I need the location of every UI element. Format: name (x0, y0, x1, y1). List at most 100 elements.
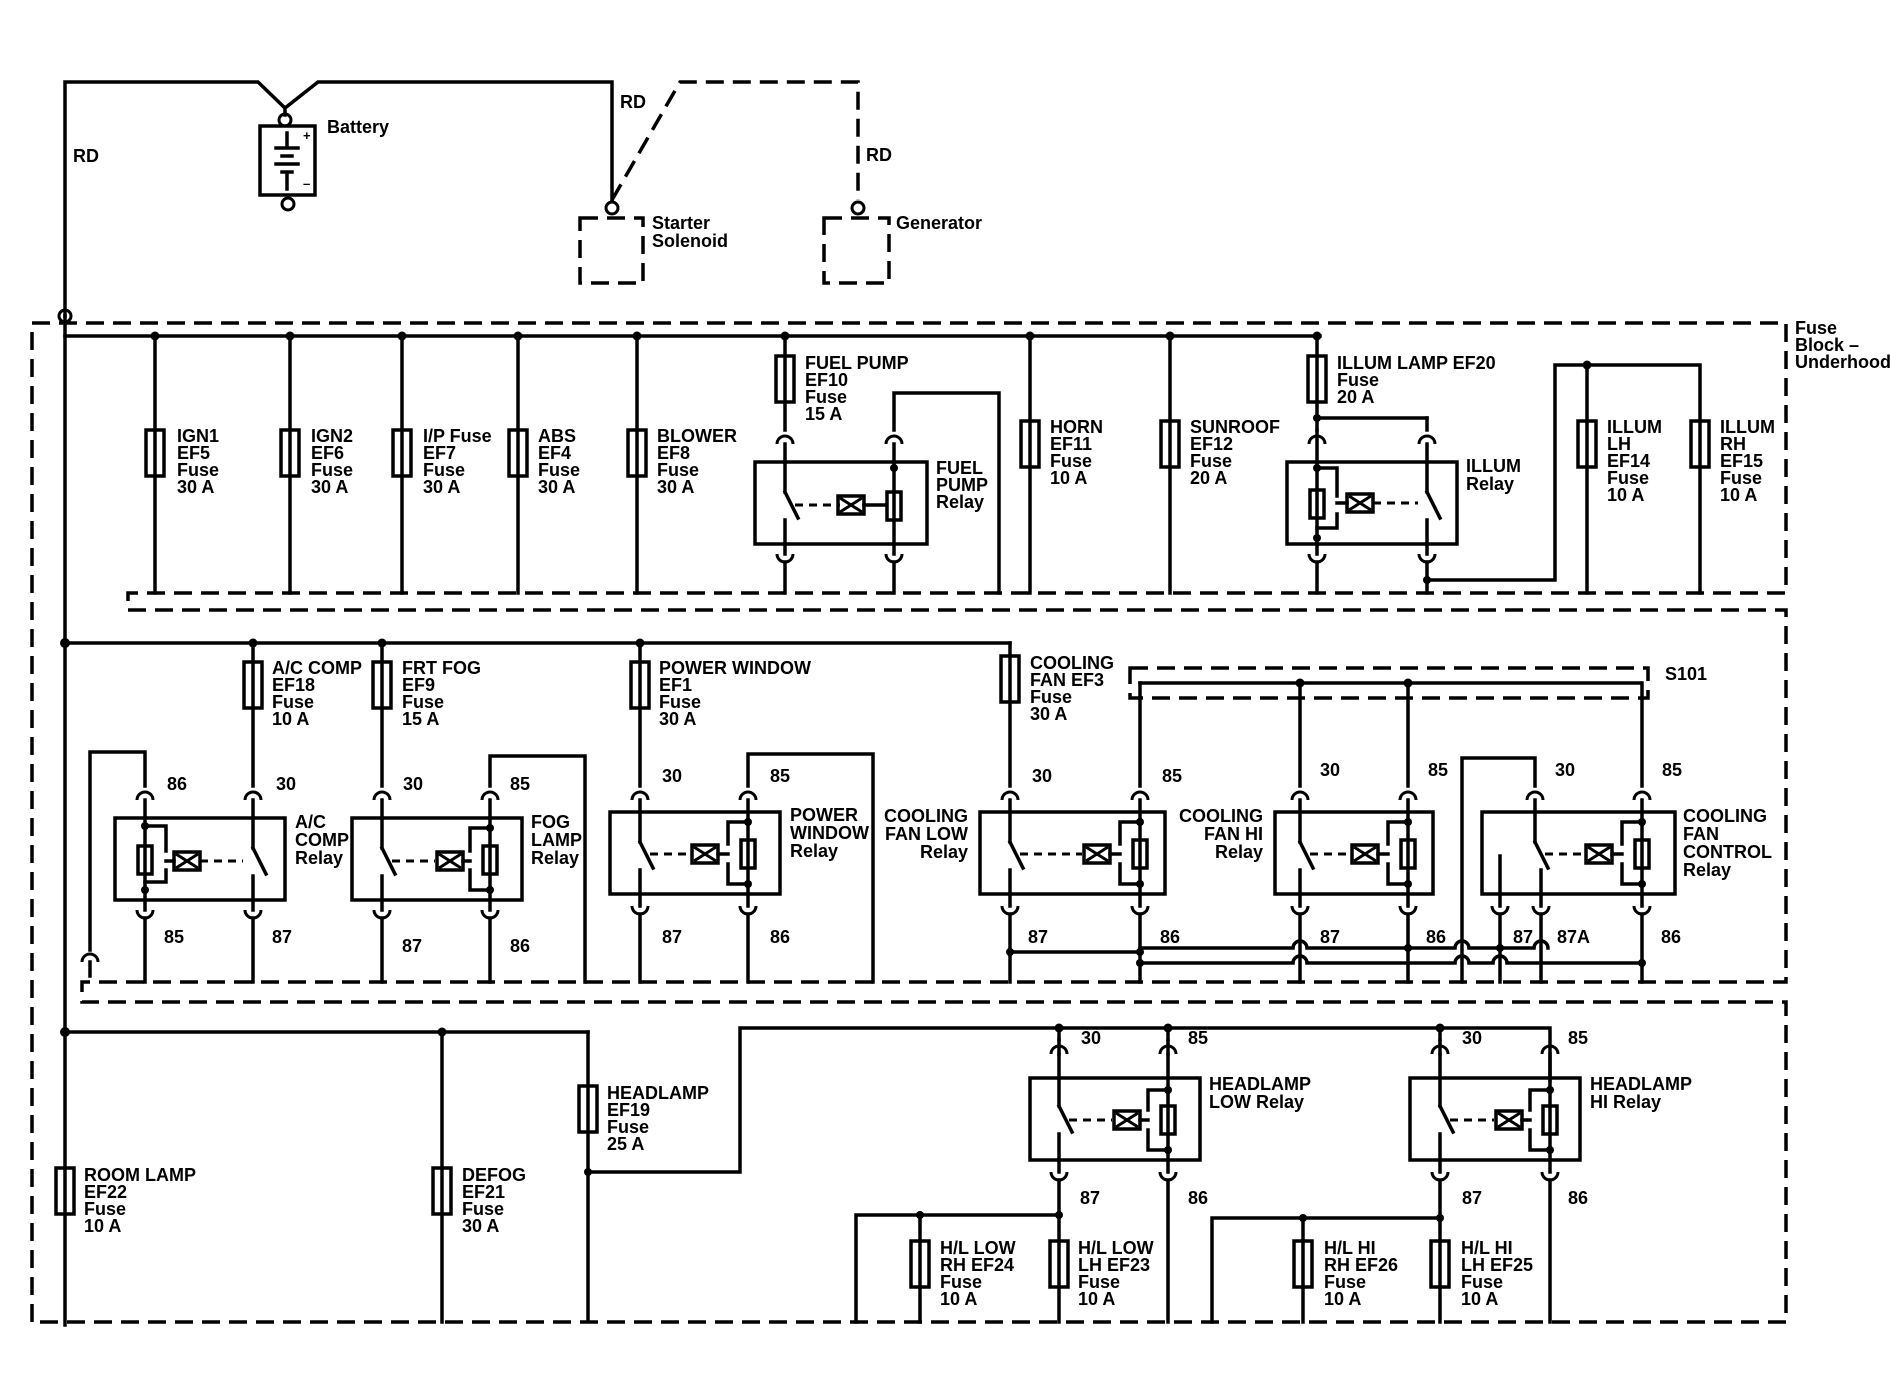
relay-ac-comp-l1: A/C (295, 812, 326, 832)
fuse-defog (431, 1166, 453, 1216)
fuse-hl-low-rh-l1: H/L LOW (940, 1238, 1016, 1258)
row-3-circuits: HEADLAMP EF19 Fuse 25 A ROOM LAMP EF22 F… (54, 1023, 1692, 1324)
relay-cfc-pin87a: 87A (1557, 927, 1590, 947)
fuse-cooling-fan-l1: COOLING (1030, 653, 1114, 673)
fuse-cooling-fan-l3: Fuse (1030, 687, 1072, 707)
fuse-hl-low-lh-l3: Fuse (1078, 1272, 1120, 1292)
relay-illum-l2: Relay (1466, 474, 1514, 494)
relay-pw-pin87: 87 (662, 927, 682, 947)
relay-cfh-pin85: 85 (1428, 760, 1448, 780)
relay-cfh-pin86: 86 (1426, 927, 1446, 947)
fuse-hl-low-rh-l3: Fuse (940, 1272, 982, 1292)
relay-cfl-pin30: 30 (1032, 766, 1052, 786)
fuse-defog-l1: DEFOG (462, 1165, 526, 1185)
relay-power-window (608, 790, 782, 984)
fuse-sunroof-l4: 20 A (1190, 468, 1227, 488)
fuse-illum-rh (1689, 419, 1711, 469)
relay-fog-lamp-l3: Relay (531, 848, 579, 868)
fuse-illum-rh-l2: RH (1720, 434, 1746, 454)
fuse-headlamp-l3: Fuse (607, 1117, 649, 1137)
relay-headlamp-low-l1: HEADLAMP (1209, 1074, 1311, 1094)
fuse-horn (1019, 419, 1041, 469)
relay-cfl-pin85: 85 (1162, 766, 1182, 786)
fuse-defog-l3: Fuse (462, 1199, 504, 1219)
relay-fuel-pump (753, 434, 929, 595)
fuse-defog-l2: EF21 (462, 1182, 505, 1202)
fuse-ac-comp-l3: Fuse (272, 692, 314, 712)
fuse-power-window (629, 660, 651, 710)
relay-fog-lamp-l2: LAMP (531, 830, 582, 850)
fuse-fuel-pump-l1: FUEL PUMP (805, 353, 909, 373)
fuse-block-label-1: Fuse (1795, 318, 1837, 338)
fuse-ign2-l4: 30 A (311, 477, 348, 497)
fuse-illum-lamp-l3: 20 A (1337, 387, 1374, 407)
fuse-blower-l2: EF8 (657, 443, 690, 463)
fuse-hl-hi-lh-l4: 10 A (1461, 1289, 1498, 1309)
fuse-frt-fog (371, 660, 393, 710)
relay-fog-pin30: 30 (403, 774, 423, 794)
relay-fuel-pump-l1: FUEL (936, 458, 983, 478)
fuse-ign1-l3: Fuse (177, 460, 219, 480)
fuse-illum-lh-l4: Fuse (1607, 468, 1649, 488)
relay-illum-l1: ILLUM (1466, 456, 1521, 476)
relay-cooling-fan-low-l1: COOLING (884, 806, 968, 826)
fuse-block-outline: Fuse Block – Underhood (30, 318, 1890, 1324)
relay-cfl-pin87: 87 (1028, 927, 1048, 947)
fuse-fuel-pump-l3: Fuse (805, 387, 847, 407)
fuse-abs (507, 428, 529, 478)
fuse-fuel-pump-l4: 15 A (805, 404, 842, 424)
starter-solenoid (578, 216, 645, 285)
fuse-fuel-pump-l2: EF10 (805, 370, 848, 390)
fuse-headlamp-l2: EF19 (607, 1100, 650, 1120)
fuse-horn-l2: EF11 (1050, 434, 1092, 454)
fuse-illum-lamp (1306, 354, 1328, 404)
splice-s101 (1128, 666, 1650, 700)
relay-ac-comp-pin87: 87 (272, 927, 292, 947)
battery-plus-sign: + (303, 128, 311, 143)
battery-circuit: + – Battery RD RD RD Starter Solenoid Ge… (57, 80, 982, 324)
fuse-hl-low-lh (1048, 1239, 1070, 1289)
relay-hlh-pin86: 86 (1568, 1188, 1588, 1208)
relay-power-window-l1: POWER (790, 805, 858, 825)
fuse-abs-l3: Fuse (538, 460, 580, 480)
relay-ac-comp-pin30: 30 (276, 774, 296, 794)
fuse-illum-lh-l1: ILLUM (1607, 417, 1662, 437)
fuse-headlamp-l4: 25 A (607, 1134, 644, 1154)
fuse-ip-l3: Fuse (423, 460, 465, 480)
fuse-room-lamp-l1: ROOM LAMP (84, 1165, 196, 1185)
relay-pw-pin30: 30 (662, 766, 682, 786)
power-bus (60, 314, 1322, 1327)
fuse-illum-rh-l5: 10 A (1720, 485, 1757, 505)
fuse-ip (391, 428, 413, 478)
relay-cooling-fan-low-l3: Relay (920, 842, 968, 862)
fuse-hl-hi-lh-l3: Fuse (1461, 1272, 1503, 1292)
battery-minus-sign: – (303, 176, 310, 191)
relay-cooling-fan-control-l1: COOLING (1683, 806, 1767, 826)
relay-cooling-fan-low-l2: FAN LOW (885, 824, 968, 844)
relay-cooling-fan-hi-l1: COOLING (1179, 806, 1263, 826)
battery-icon (274, 131, 300, 191)
fuse-hl-hi-lh (1429, 1239, 1451, 1289)
relay-cfc-pin30: 30 (1555, 760, 1575, 780)
fuse-hl-hi-rh-l3: Fuse (1324, 1272, 1366, 1292)
fuse-horn-l1: HORN (1050, 417, 1103, 437)
relay-cooling-fan-control-l3: CONTROL (1683, 842, 1772, 862)
fuse-ign1 (144, 428, 166, 478)
fuse-frt-fog-l4: 15 A (402, 709, 439, 729)
fuse-abs-l1: ABS (538, 426, 576, 446)
relay-fuel-pump-l3: Relay (936, 492, 984, 512)
fuse-hl-low-lh-l2: LH EF23 (1078, 1255, 1150, 1275)
relay-hll-pin30: 30 (1081, 1028, 1101, 1048)
fuse-hl-low-lh-l1: H/L LOW (1078, 1238, 1154, 1258)
fuse-ac-comp-l2: EF18 (272, 675, 315, 695)
fuse-ac-comp (242, 660, 264, 710)
relay-hlh-pin87: 87 (1462, 1188, 1482, 1208)
wire-color-main: RD (73, 146, 99, 166)
fuse-hl-hi-rh-l1: H/L HI (1324, 1238, 1376, 1258)
fuse-illum-lh-l5: 10 A (1607, 485, 1644, 505)
fuse-illum-rh-l4: Fuse (1720, 468, 1762, 488)
fuse-ign2-l2: EF6 (311, 443, 344, 463)
fuse-hl-hi-lh-l1: H/L HI (1461, 1238, 1513, 1258)
fuse-hl-hi-rh-l2: RH EF26 (1324, 1255, 1398, 1275)
